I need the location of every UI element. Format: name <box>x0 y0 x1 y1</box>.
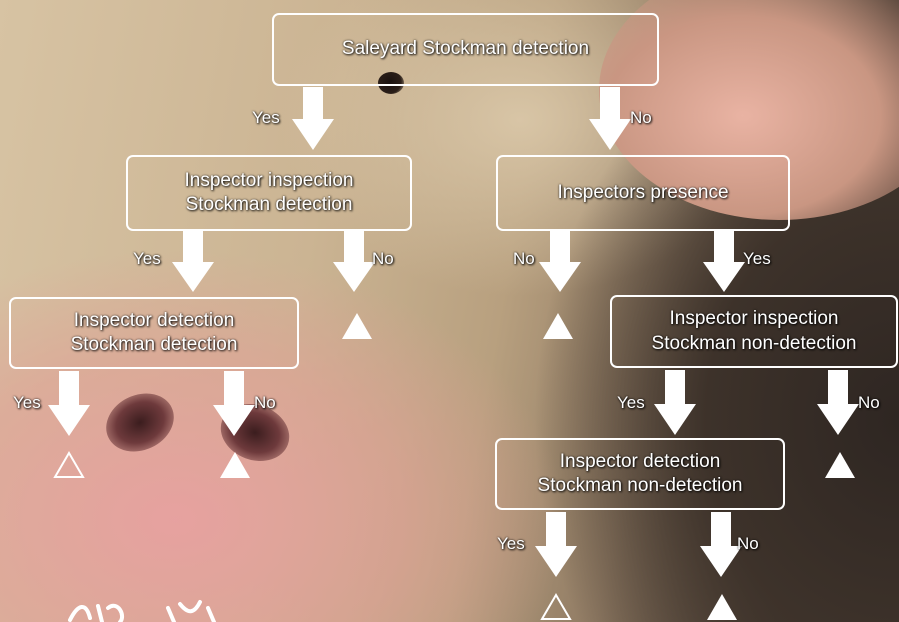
node-label-line-2: Stockman detection <box>71 333 238 357</box>
arrow-yes-4 <box>535 512 577 578</box>
pig-nostril-left <box>97 383 184 462</box>
node-inspector-inspection-stockman-detection: Inspector inspection Stockman detection <box>126 155 412 231</box>
branch-label-yes: Yes <box>497 534 525 554</box>
branch-label-yes: Yes <box>13 393 41 413</box>
node-saleyard-stockman-detection: Saleyard Stockman detection <box>272 13 659 86</box>
arrow-no-2a <box>333 231 375 293</box>
branch-label-no: No <box>737 534 759 554</box>
arrow-yes-3b <box>654 370 696 436</box>
node-label-line-2: Stockman non-detection <box>652 332 857 356</box>
node-label-line-1: Inspector inspection <box>670 307 839 331</box>
branch-label-no: No <box>630 108 652 128</box>
node-label: Saleyard Stockman detection <box>342 37 589 61</box>
outcome-open-triangle-icon <box>539 592 573 622</box>
arrow-no-1 <box>589 87 631 151</box>
branch-label-no: No <box>858 393 880 413</box>
node-label-line-2: Stockman non-detection <box>538 474 743 498</box>
node-label: Inspectors presence <box>557 181 728 205</box>
outcome-filled-triangle-icon <box>823 450 857 480</box>
arrow-yes-1 <box>292 87 334 151</box>
node-inspectors-presence: Inspectors presence <box>496 155 790 231</box>
node-label-line-1: Inspector detection <box>74 309 235 333</box>
arrow-no-4 <box>700 512 742 578</box>
arrow-yes-2b <box>703 231 745 293</box>
branch-label-no: No <box>513 249 535 269</box>
node-inspector-detection-stockman-non-detection: Inspector detection Stockman non-detecti… <box>495 438 785 510</box>
arrow-no-3a <box>213 371 255 437</box>
branch-label-yes: Yes <box>133 249 161 269</box>
branch-label-yes: Yes <box>617 393 645 413</box>
node-inspector-inspection-stockman-non-detection: Inspector inspection Stockman non-detect… <box>610 295 898 368</box>
outcome-filled-triangle-icon <box>705 592 739 622</box>
outcome-filled-triangle-icon <box>340 311 374 341</box>
branch-label-no: No <box>372 249 394 269</box>
branch-label-no: No <box>254 393 276 413</box>
cropped-signature-mark <box>68 594 268 622</box>
arrow-no-3b <box>817 370 859 436</box>
outcome-filled-triangle-icon <box>541 311 575 341</box>
node-label-line-1: Inspector inspection <box>185 169 354 193</box>
arrow-no-2b <box>539 231 581 293</box>
node-label-line-2: Stockman detection <box>186 193 353 217</box>
node-inspector-detection-stockman-detection: Inspector detection Stockman detection <box>9 297 299 369</box>
branch-label-yes: Yes <box>743 249 771 269</box>
branch-label-yes: Yes <box>252 108 280 128</box>
arrow-yes-3a <box>48 371 90 437</box>
node-label-line-1: Inspector detection <box>560 450 721 474</box>
arrow-yes-2a <box>172 231 214 293</box>
outcome-open-triangle-icon <box>52 450 86 480</box>
outcome-filled-triangle-icon <box>218 450 252 480</box>
